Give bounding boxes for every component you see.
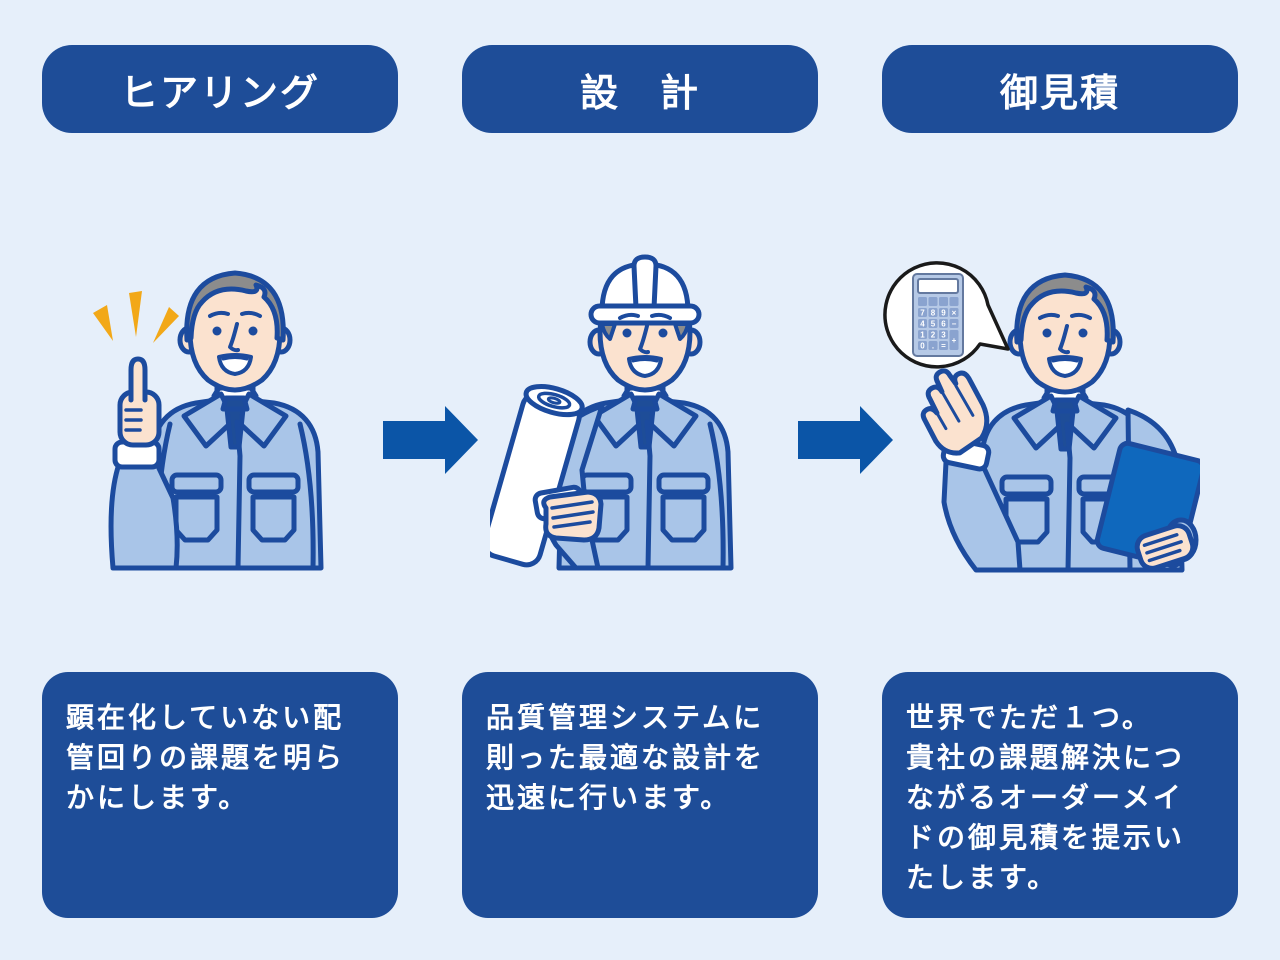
svg-text:=: = [941, 341, 946, 350]
open-hand-icon [920, 368, 990, 456]
svg-text:3: 3 [941, 330, 946, 339]
hair [184, 270, 286, 343]
svg-text:+: + [952, 336, 957, 345]
hard-hat-icon [588, 254, 702, 326]
step-2-title-pill: 設 計 [462, 45, 818, 133]
step-3-description: 世界でただ１つ。 貴社の課題解決につ ながるオーダーメイ ドの御見積を提示い た… [882, 672, 1238, 918]
step-1-illustration [80, 250, 380, 590]
svg-text:.: . [932, 341, 934, 350]
svg-text:1: 1 [920, 330, 925, 339]
step-2-description: 品質管理システムに 則った最適な設計を 迅速に行います。 [462, 672, 818, 918]
left-arm-sleeve [941, 459, 1023, 573]
raised-arm-sleeve [108, 461, 180, 571]
chest-pocket [173, 494, 220, 543]
svg-text:−: − [952, 319, 957, 328]
mouth [217, 353, 253, 376]
arrow-right-icon [798, 406, 893, 474]
step-1-description: 顕在化していない配 管回りの課題を明ら かにします。 [42, 672, 398, 918]
chest-pocket [250, 494, 297, 543]
worker-hardhat-blueprint-illustration [490, 254, 734, 571]
svg-text:7: 7 [920, 308, 925, 317]
step-2-illustration [490, 250, 790, 590]
gripping-hand [541, 489, 604, 543]
svg-text:×: × [952, 308, 957, 317]
svg-text:5: 5 [931, 319, 936, 328]
arrow-right-icon [383, 406, 478, 474]
svg-text:8: 8 [931, 308, 936, 317]
svg-text:9: 9 [941, 308, 946, 317]
step-1-title-pill: ヒアリング [42, 45, 398, 133]
svg-text:4: 4 [920, 319, 925, 328]
tie [630, 395, 660, 412]
svg-text:6: 6 [941, 319, 946, 328]
step-3-title-pill: 御見積 [882, 45, 1238, 133]
tie [220, 395, 250, 412]
svg-text:0: 0 [920, 341, 925, 350]
svg-text:2: 2 [931, 330, 936, 339]
pointing-hand-icon [117, 356, 162, 448]
hair [1014, 272, 1116, 345]
emphasis-sparkle-icon [93, 291, 179, 343]
holding-hand [1134, 523, 1196, 571]
worker-pointing-illustration [93, 270, 324, 571]
tie [1050, 397, 1080, 414]
